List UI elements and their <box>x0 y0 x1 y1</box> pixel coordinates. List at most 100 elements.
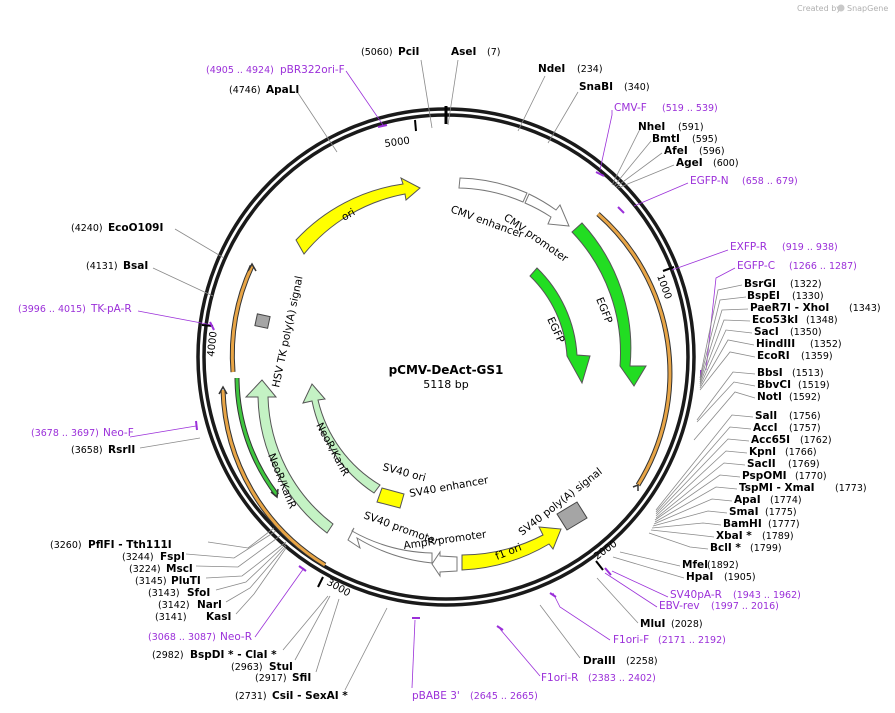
enzyme-tspmi-xmai-pos: (1773) <box>835 483 867 494</box>
enzyme-pcii-pos: (5060) <box>361 47 393 58</box>
primer-cmv-f-range: (519 .. 539) <box>662 103 718 114</box>
orf-hsv <box>229 262 257 373</box>
enzyme-paer7i-xhoi: PaeR7I - XhoI <box>750 302 829 314</box>
feature-neokan-inner: NeoR/KanR <box>302 383 381 494</box>
enzyme-bmti: BmtI <box>652 133 680 145</box>
primer-f1ori-f: F1ori-F <box>613 634 649 646</box>
enzyme-kpni-pos: (1766) <box>785 447 817 458</box>
enzyme-saci-pos: (1350) <box>790 327 822 338</box>
enzyme-bmti-pos: (595) <box>692 134 718 145</box>
enzyme-pcii: PciI <box>398 46 419 58</box>
leader-sfii <box>315 598 340 673</box>
leader-pspomi <box>654 474 741 521</box>
enzyme-sfoi-pos: (3143) <box>148 588 180 599</box>
enzyme-nari-pos: (3142) <box>158 600 190 611</box>
enzyme-bspdi-pos: (2982) <box>152 650 184 661</box>
enzyme-sfoi: SfoI <box>187 587 210 599</box>
leader-ebv-rev <box>604 572 658 608</box>
leader-rsrii <box>139 437 201 449</box>
leader-cmv-f <box>599 110 613 171</box>
leader-snabi <box>547 91 579 144</box>
enzyme-noti-pos: (1592) <box>789 392 821 403</box>
leader-egfp-c <box>705 267 736 371</box>
primer-exfp-r: EXFP-R <box>730 241 767 253</box>
snapgene-logo: SnapGene <box>837 4 888 13</box>
primer-egfp-n: EGFP-N <box>690 175 729 187</box>
leader-pbr322ori-f <box>345 70 384 126</box>
enzyme-eco53ki: Eco53kI <box>752 314 798 326</box>
primer-pbr322ori-f: pBR322ori-F <box>280 64 345 76</box>
leader-ndei <box>517 75 546 132</box>
leader-bbsi <box>696 371 756 421</box>
enzyme-stui: StuI <box>269 661 293 673</box>
enzyme-csii-sexai: CsiI - SexAI * <box>272 690 348 702</box>
enzyme-hpai-pos: (1905) <box>724 572 756 583</box>
leader-apali <box>297 92 338 153</box>
leader-asei <box>447 59 459 126</box>
leader-bcli <box>648 532 709 550</box>
leader-pcii <box>420 59 433 129</box>
leader-sv40pa-r <box>611 570 669 598</box>
enzyme-afei-pos: (596) <box>699 146 725 157</box>
enzyme-bspei: BspEI <box>747 290 780 302</box>
orf-egfp <box>596 212 673 491</box>
enzyme-sfii: SfiI <box>292 672 311 684</box>
enzyme-draiii: DraIII <box>583 655 616 667</box>
primer-neo-r-range: (3068 .. 3087) <box>148 632 216 643</box>
orf-neo-inner <box>234 377 279 499</box>
primer-pbabe3: pBABE 3' <box>412 690 460 702</box>
primer-pbabe3-range: (2645 .. 2665) <box>470 691 538 702</box>
enzyme-bcli-pos: (1799) <box>750 543 782 554</box>
enzyme-pluti: PluTI <box>171 575 201 587</box>
leader-afei <box>615 152 663 188</box>
plasmid-name: pCMV-DeAct-GS1 <box>389 363 504 377</box>
enzyme-bbvci-pos: (1519) <box>798 380 830 391</box>
feature-sv40-ori: SV40 ori SV40 enhancer <box>376 461 490 509</box>
feature-cmv-enhancer: CMV enhancer <box>449 177 528 241</box>
enzyme-ndei-pos: (234) <box>577 64 603 75</box>
leader-paer7i <box>699 308 749 383</box>
leader-bsrgi <box>699 284 743 379</box>
leader-csii <box>344 607 388 691</box>
enzyme-acci-pos: (1757) <box>789 423 821 434</box>
primer-ebv-rev-range: (1997 .. 2016) <box>711 601 779 612</box>
primer-tk-pa-r: TK-pA-R <box>90 303 132 315</box>
enzyme-fspi-pos: (3244) <box>122 552 154 563</box>
feature-ori: ori <box>295 176 421 255</box>
enzyme-sfii-pos: (2917) <box>255 673 287 684</box>
enzyme-bsrgi: BsrGI <box>744 278 776 290</box>
tick-3000: 3000 <box>317 576 352 599</box>
leader-pluti <box>205 541 287 579</box>
leader-ecori <box>699 351 756 391</box>
enzyme-xbai: XbaI * <box>716 530 752 542</box>
feature-sv40-polya: SV40 poly(A) signal <box>516 466 604 539</box>
primer-pbr322ori-f-range: (4905 .. 4924) <box>206 65 274 76</box>
enzyme-agei: AgeI <box>676 157 703 169</box>
enzyme-apali: ApaLI <box>266 84 299 96</box>
enzyme-pflfi-tth111i: PflFI - Tth111I <box>88 539 172 551</box>
enzyme-bbsi: BbsI <box>757 367 783 379</box>
leader-bspei <box>699 296 747 381</box>
leader-tk-pa-r <box>137 310 213 326</box>
enzyme-noti: NotI <box>757 391 782 403</box>
plasmid-size: 5118 bp <box>423 378 468 391</box>
leader-bbvci <box>696 381 756 423</box>
leader-tspmi <box>654 486 738 523</box>
leader-eco53ki <box>699 319 751 385</box>
enzyme-paer7i-xhoi-pos: (1343) <box>849 303 881 314</box>
enzyme-hindiii: HindIII <box>756 338 795 350</box>
enzyme-agei-pos: (600) <box>713 158 739 169</box>
leader-f1ori-r <box>499 628 541 677</box>
enzyme-xbai-pos: (1789) <box>762 531 794 542</box>
enzyme-smai: SmaI <box>729 506 759 518</box>
enzyme-bbsi-pos: (1513) <box>792 368 824 379</box>
leader-bspdi <box>282 595 329 651</box>
enzyme-bspdi-clai: BspDI * - ClaI * <box>190 649 277 661</box>
leader-egfp-n <box>633 182 689 207</box>
tick-5000-label: 5000 <box>384 136 411 150</box>
enzyme-kasi-pos: (3141) <box>155 612 187 623</box>
enzyme-ecori: EcoRI <box>757 350 790 362</box>
sv40-polya-label: SV40 poly(A) signal <box>516 466 604 539</box>
leader-pbabe3 <box>411 619 416 689</box>
enzyme-nhei-pos: (591) <box>678 122 704 133</box>
